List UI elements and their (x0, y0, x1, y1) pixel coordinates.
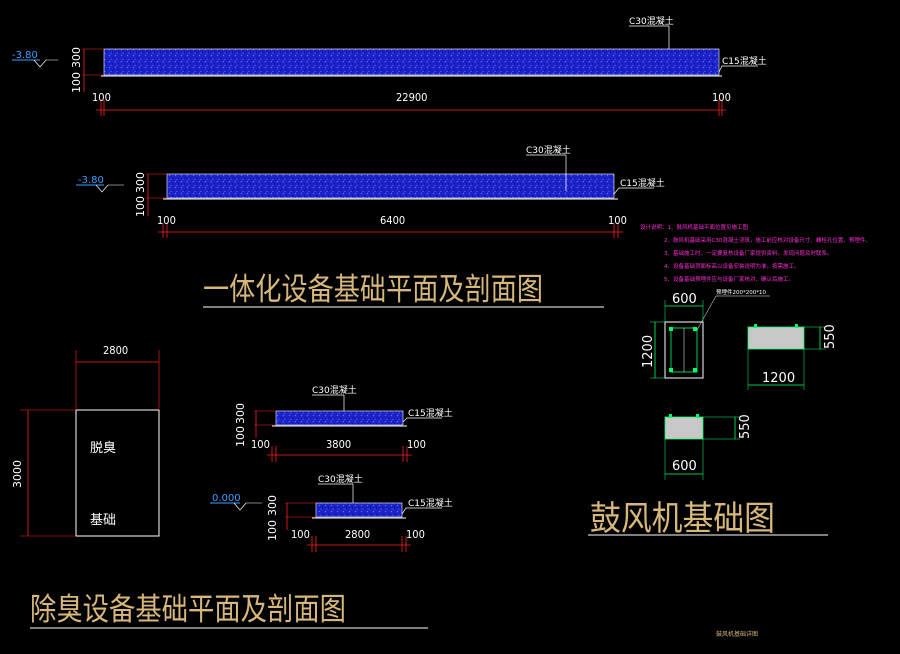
svg-text:设计说明：1、鼓风机基础平面位置见施工图: 设计说明：1、鼓风机基础平面位置见施工图 (640, 223, 749, 231)
svg-text:C30混凝土: C30混凝土 (318, 473, 363, 485)
label-c30: C30混凝土 (629, 15, 674, 27)
svg-text:3、基础施工时，一定要复核设备厂家提供资料，发现问题及时联系: 3、基础施工时，一定要复核设备厂家提供资料，发现问题及时联系。 (664, 249, 833, 257)
label-c15: C15混凝土 (722, 55, 767, 67)
svg-text:C15混凝土: C15混凝土 (620, 177, 665, 189)
svg-text:550: 550 (823, 324, 838, 349)
svg-text:C30混凝土: C30混凝土 (312, 384, 357, 396)
fan-foundation: 预埋件200*200*10 600 1200 550 1200 550 600 (641, 288, 838, 480)
svg-text:2800: 2800 (345, 528, 370, 541)
section-4: C30混凝土 C15混凝土 0.000 300 100 100 2800 100 (210, 473, 453, 552)
svg-text:300: 300 (266, 495, 279, 516)
svg-text:100: 100 (712, 91, 731, 104)
svg-text:基础: 基础 (90, 513, 116, 528)
svg-text:脱臭: 脱臭 (90, 441, 116, 456)
section-3: C30混凝土 C15混凝土 300 100 100 3800 100 (234, 384, 453, 462)
svg-text:4、设备基础顶面标高以设备安装说明为准，按需施工。: 4、设备基础顶面标高以设备安装说明为准，按需施工。 (664, 262, 800, 270)
svg-text:100: 100 (608, 214, 627, 227)
svg-text:300: 300 (70, 47, 83, 68)
svg-text:C30混凝土: C30混凝土 (526, 144, 571, 156)
svg-text:预埋件200*200*10: 预埋件200*200*10 (716, 288, 766, 296)
section-2: C30混凝土 C15混凝土 -3.80 300 100 100 6400 100 (76, 144, 665, 238)
svg-text:100: 100 (291, 528, 310, 541)
concrete-slab (166, 173, 615, 199)
svg-text:C15混凝土: C15混凝土 (408, 497, 453, 509)
footer-label: 鼓风机基础详图 (716, 630, 758, 638)
svg-text:100: 100 (157, 214, 176, 227)
section-1: C30混凝土 C15混凝土 -3.80 300 100 100 22900 10… (12, 15, 767, 116)
svg-text:100: 100 (407, 438, 426, 451)
svg-text:-3.80: -3.80 (78, 175, 104, 186)
design-notes: 设计说明：1、鼓风机基础平面位置见施工图 2、鼓风机基础采用C30混凝土浇筑，施… (640, 223, 871, 283)
svg-text:600: 600 (672, 459, 697, 474)
svg-text:2800: 2800 (103, 344, 128, 357)
plan-outline (75, 409, 160, 537)
concrete-slab (103, 48, 720, 76)
svg-text:6400: 6400 (380, 214, 405, 227)
deodor-plan: 脱臭 基础 2800 3000 (11, 344, 160, 537)
svg-text:100: 100 (266, 520, 279, 541)
title-deodor: 除臭设备基础平面及剖面图 (30, 592, 346, 628)
svg-text:100: 100 (92, 91, 111, 104)
svg-text:100: 100 (70, 72, 83, 93)
svg-text:3800: 3800 (326, 438, 351, 451)
svg-text:5、设备基础预埋件应与设备厂家核对，确认后施工。: 5、设备基础预埋件应与设备厂家核对，确认后施工。 (664, 275, 794, 283)
svg-text:550: 550 (738, 414, 753, 439)
svg-text:22900: 22900 (396, 91, 427, 104)
svg-text:300: 300 (134, 172, 147, 193)
svg-text:100: 100 (234, 426, 247, 447)
svg-text:600: 600 (672, 292, 697, 307)
svg-text:100: 100 (251, 438, 270, 451)
svg-text:1200: 1200 (641, 335, 656, 368)
svg-text:300: 300 (234, 403, 247, 424)
title-fan: 鼓风机基础图 (590, 499, 775, 539)
svg-text:100: 100 (406, 528, 425, 541)
svg-text:100: 100 (134, 196, 147, 217)
svg-text:2、鼓风机基础采用C30混凝土浇筑，施工前应核对设备尺寸、螺: 2、鼓风机基础采用C30混凝土浇筑，施工前应核对设备尺寸、螺栓孔位置、预埋件、 (664, 236, 871, 244)
svg-text:1200: 1200 (762, 371, 795, 386)
svg-text:C15混凝土: C15混凝土 (408, 407, 453, 419)
elevation: -3.80 (12, 50, 38, 61)
title-integrated: 一体化设备基础平面及剖面图 (203, 272, 543, 308)
svg-text:0.000: 0.000 (212, 493, 241, 504)
svg-text:3000: 3000 (11, 460, 24, 488)
